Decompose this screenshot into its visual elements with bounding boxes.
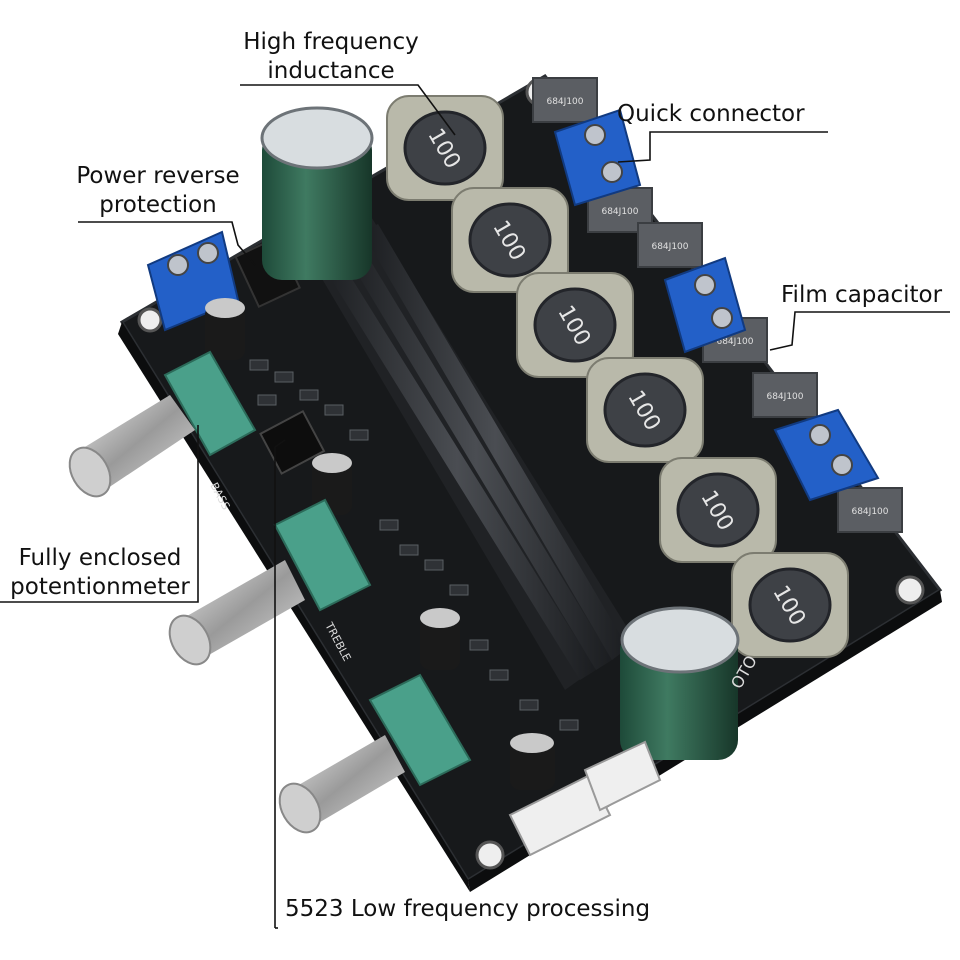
inductor: 100 [451,187,569,293]
small-capacitor [205,298,555,790]
film-capacitor: 684J100 [752,372,818,418]
white-connector [508,740,662,857]
film-capacitor-marking: 684J100 [716,337,753,347]
label-quick-connector: Quick connector [617,100,805,129]
electrolytic-capacitor [260,106,374,280]
label-fully-enclosed-potentiometer: Fully enclosed potentionmeter [2,544,198,602]
film-capacitor-marking: 684J100 [851,507,888,517]
label-power-reverse-protection: Power reverse protection [66,162,250,220]
label-5523-low-frequency: 5523 Low frequency processing [285,895,650,924]
label-line: High frequency [243,29,419,55]
terminal-block [773,408,880,502]
film-capacitor: 684J100 [532,77,598,123]
electrolytic-capacitor [620,606,740,760]
mount-hole [475,840,505,870]
quick-connector-terminal [553,108,642,207]
label-line: Fully enclosed [18,545,182,571]
label-high-frequency-inductance: High frequency inductance [228,28,434,86]
inductor: 100 [659,457,777,563]
potentiometer-treble [168,498,372,666]
film-capacitor: 684J100 [837,487,903,533]
callout-lines [0,84,950,929]
label-line: Film capacitor [781,282,943,308]
smd-components [249,359,579,731]
inductor: 100 [731,552,849,658]
potentiometer-middle [278,673,472,834]
ic-5523 [259,409,326,475]
label-line: protection [99,192,217,218]
label-line: inductance [267,58,395,84]
film-capacitor: 684J100 [637,222,703,268]
film-capacitor-marking: 684J100 [651,242,688,252]
inductor: 100 [586,357,704,463]
inductor: 100 [516,272,634,378]
mount-hole [137,307,163,333]
label-line: Quick connector [617,101,805,127]
heatsink [305,215,635,690]
inductor: 100 [386,95,504,201]
mount-hole [895,575,925,605]
film-capacitor-marking: 684J100 [766,392,803,402]
label-line: potentionmeter [10,574,190,600]
terminal-block [663,256,747,354]
film-capacitor-marking: 684J100 [601,207,638,217]
label-line: 5523 Low frequency processing [285,896,651,922]
label-film-capacitor: Film capacitor [781,281,942,310]
potentiometer-bass [68,350,257,498]
film-capacitor-marking: 684J100 [546,97,583,107]
film-capacitor-group: 684J100 684J100 684J100 684J100 684J100 684J1… [532,77,903,533]
label-line: Power reverse [76,163,240,189]
